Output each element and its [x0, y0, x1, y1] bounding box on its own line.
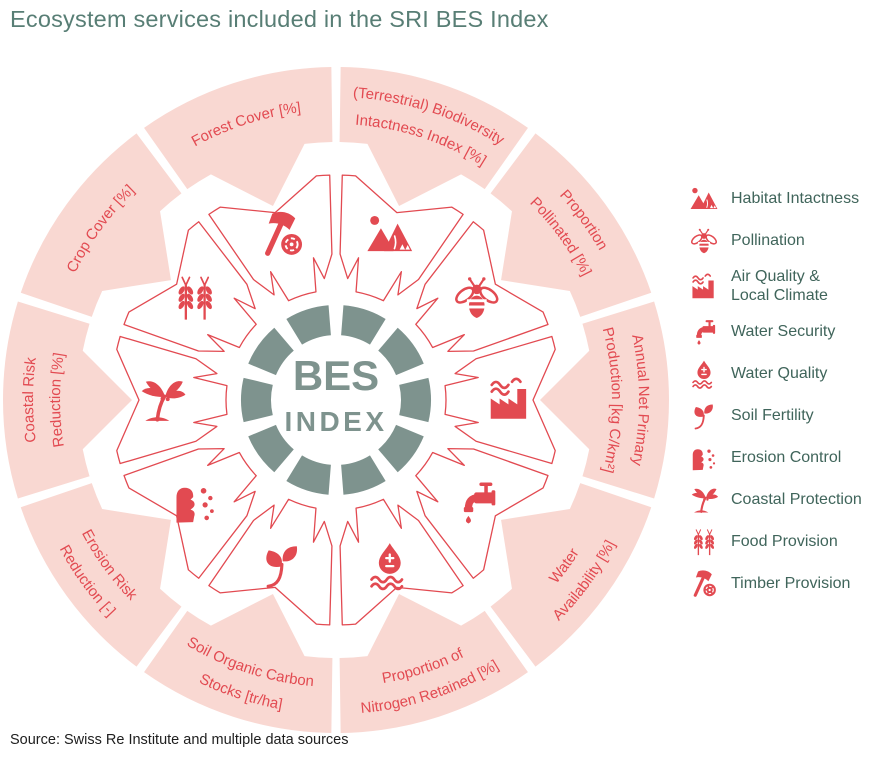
legend-item-air-quality: Air Quality &Local Climate [689, 268, 885, 305]
hub-ring-segment [340, 455, 386, 495]
legend-label: Habitat Intactness [731, 189, 860, 207]
hub-ring-segment [399, 377, 431, 423]
hub-ring-segment [241, 377, 273, 423]
hub-subtitle: INDEX [284, 406, 387, 437]
erosion-control-icon [689, 443, 719, 473]
gear-segment-coastal-risk [116, 335, 228, 465]
legend-item-food-provision: Food Provision [689, 527, 885, 557]
gear-segment-forest-cover [208, 174, 333, 302]
legend-label: Air Quality &Local Climate [731, 268, 828, 304]
ring-segment-water-availability [490, 483, 652, 667]
legend-item-habitat-intactness: Habitat Intactness [689, 184, 885, 214]
water-quality-icon [689, 359, 719, 389]
legend-label: Erosion Control [731, 449, 842, 467]
legend-label: Food Provision [731, 533, 838, 551]
ring-segment-crop-cover [20, 133, 182, 317]
legend-item-coastal-protection: Coastal Protection [689, 485, 885, 515]
ring-label-coastal-risk-line1: Coastal Risk [20, 356, 40, 444]
gear-segment-crop-cover [123, 221, 257, 352]
timber-provision-icon [689, 569, 719, 599]
gear-segment-pollinated [415, 221, 549, 352]
legend-label: Soil Fertility [731, 407, 814, 425]
legend-label: Timber Provision [731, 575, 851, 593]
legend-item-water-security: Water Security [689, 317, 885, 347]
ring-segment-erosion-risk [20, 483, 182, 667]
source-line: Source: Swiss Re Institute and multiple … [10, 732, 349, 748]
hub-ring-segment [286, 455, 332, 495]
ring-segment-nitrogen-retained [339, 594, 528, 733]
ring-segment-primary-production [540, 301, 670, 499]
legend-label: Coastal Protection [731, 491, 862, 509]
ring-label-coastal-risk-line2: Reduction [%] [47, 351, 68, 448]
hub-title: BES [293, 352, 379, 399]
hub-ring-segment [377, 327, 424, 376]
hub-ring-segment [377, 424, 424, 473]
coastal-protection-icon [689, 485, 719, 515]
gear-segment-nitrogen-retained [339, 498, 464, 626]
air-quality-icon [689, 272, 719, 302]
legend-item-soil-fertility: Soil Fertility [689, 401, 885, 431]
ring-segment-soil-carbon [144, 594, 333, 733]
pollination-icon [689, 226, 719, 256]
legend-label: Water Security [731, 323, 836, 341]
legend-label: Water Quality [731, 365, 828, 383]
legend-item-erosion-control: Erosion Control [689, 443, 885, 473]
ring-segment-coastal-risk [2, 301, 133, 499]
legend-label: Pollination [731, 231, 805, 249]
hub-ring-segment [248, 327, 295, 376]
hub-ring-segment [286, 305, 332, 345]
ring-label-primary-production-line1: Annual Net Primary [628, 333, 652, 468]
gear-segment-water-availability [415, 448, 549, 579]
page-title: Ecosystem services included in the SRI B… [10, 6, 549, 32]
legend-item-timber-provision: Timber Provision [689, 569, 885, 599]
habitat-intactness-icon [689, 184, 719, 214]
legend-item-pollination: Pollination [689, 226, 885, 256]
ring-segment-forest-cover [144, 67, 333, 206]
hub-ring-segment [340, 305, 386, 345]
hub-ring-segment [248, 424, 295, 473]
ring-segment-pollinated [490, 133, 652, 317]
legend-item-water-quality: Water Quality [689, 359, 885, 389]
ring-segment-biodiversity [339, 67, 528, 206]
water-security-icon [689, 317, 719, 347]
soil-fertility-icon [689, 401, 719, 431]
food-provision-icon [689, 527, 719, 557]
